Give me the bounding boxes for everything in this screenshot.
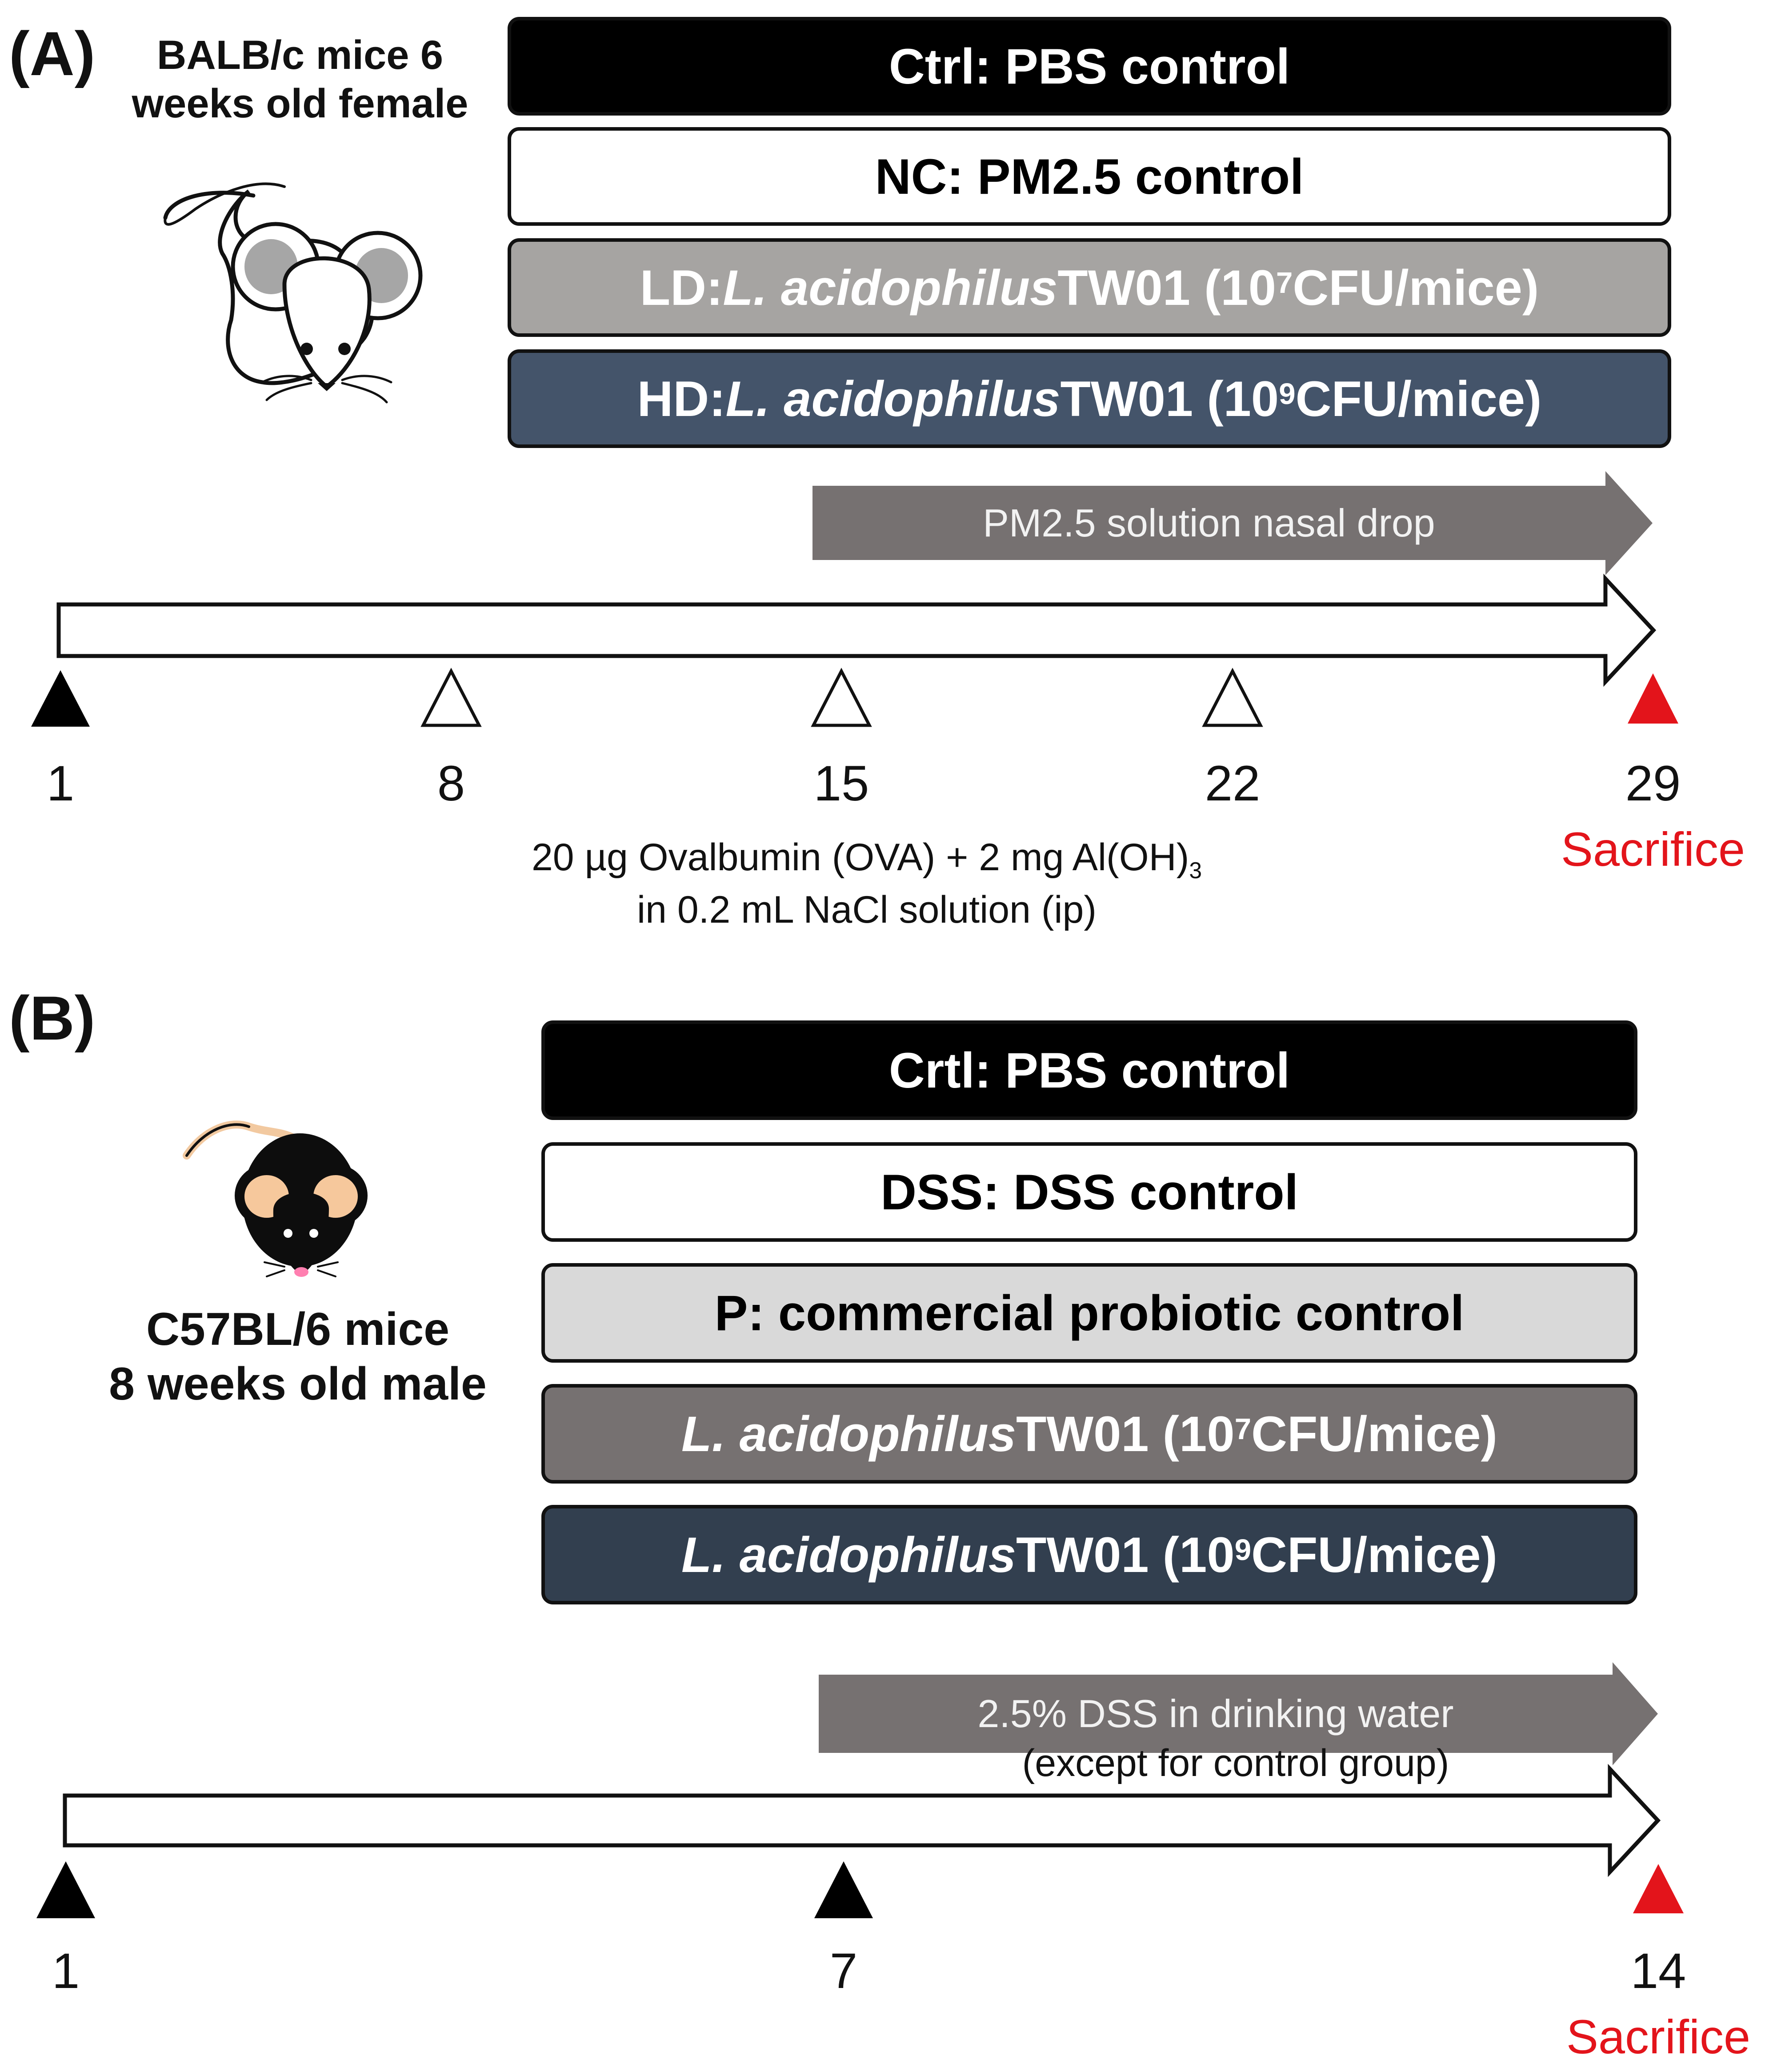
triangle-marker-icon xyxy=(31,670,90,727)
dss-band-arrow-icon xyxy=(819,1662,1658,1765)
mouse-caption-line: weeks old female xyxy=(132,80,468,126)
triangle-marker-icon xyxy=(811,668,872,727)
day-label: 1 xyxy=(46,756,75,811)
timeline-arrow-icon xyxy=(56,573,1657,687)
day-label: 15 xyxy=(813,756,869,811)
triangle-marker-icon xyxy=(814,1861,873,1918)
ova-note-line2: in 0.2 mL NaCl solution (ip) xyxy=(636,888,1097,931)
group-box-dss: DSS: DSS control xyxy=(541,1142,1637,1242)
group-label-tail: CFU/mice) xyxy=(1293,260,1539,316)
group-label-suffix: TW01 (10 xyxy=(1060,371,1279,427)
day-label: 8 xyxy=(437,756,465,811)
sacrifice-label: Sacrifice xyxy=(1566,2010,1751,2064)
group-label: Crtl: PBS control xyxy=(888,1042,1290,1098)
white-mouse-icon xyxy=(163,182,423,404)
panel-label-a: (A) xyxy=(9,19,96,88)
mouse-caption-line: BALB/c mice 6 xyxy=(156,32,444,78)
pm25-band-label: PM2.5 solution nasal drop xyxy=(983,500,1435,545)
species-name: L. acidophilus xyxy=(681,1527,1016,1583)
day-label: 22 xyxy=(1205,756,1261,811)
group-label-suffix: TW01 (10 xyxy=(1057,260,1276,316)
group-box-probiotic: P: commercial probiotic control xyxy=(541,1263,1637,1363)
group-label: P: commercial probiotic control xyxy=(714,1285,1465,1341)
sacrifice-marker-icon xyxy=(1633,1864,1684,1913)
dss-band-note: (except for control group) xyxy=(1022,1742,1449,1784)
mouse-caption-b: C57BL/6 mice 8 weeks old male xyxy=(62,1302,533,1411)
group-label-tail: CFU/mice) xyxy=(1251,1406,1497,1462)
species-name: L. acidophilus xyxy=(725,371,1061,427)
group-box-crtl: Crtl: PBS control xyxy=(541,1020,1637,1120)
sacrifice-label: Sacrifice xyxy=(1561,822,1745,876)
group-box-nc: NC: PM2.5 control xyxy=(508,127,1671,226)
group-label: NC: PM2.5 control xyxy=(875,148,1304,204)
triangle-marker-icon xyxy=(420,668,482,727)
group-label-tail: CFU/mice) xyxy=(1251,1527,1497,1583)
mouse-caption-line: C57BL/6 mice xyxy=(146,1304,450,1355)
triangle-marker-icon xyxy=(36,1861,95,1918)
group-label-tail: CFU/mice) xyxy=(1295,371,1542,427)
ova-note-text: 20 µg Ovalbumin (OVA) + 2 mg Al(OH) xyxy=(531,836,1189,879)
day-label: 7 xyxy=(829,1943,858,1999)
mouse-caption-a: BALB/c mice 6 weeks old female xyxy=(102,31,498,128)
dss-band-label: 2.5% DSS in drinking water xyxy=(977,1692,1454,1736)
pm25-band-arrow-icon xyxy=(812,471,1653,575)
black-mouse-icon xyxy=(183,1120,368,1277)
sacrifice-marker-icon xyxy=(1628,673,1678,724)
group-label: Ctrl: PBS control xyxy=(888,38,1290,94)
ova-note-line1: 20 µg Ovalbumin (OVA) + 2 mg Al(OH)3 xyxy=(378,836,1356,884)
timeline-arrow-icon xyxy=(63,1764,1661,1877)
day-label: 1 xyxy=(52,1943,80,1999)
triangle-marker-icon xyxy=(1202,668,1263,727)
ova-note-subscript: 3 xyxy=(1189,857,1202,884)
group-box-ctrl: Ctrl: PBS control xyxy=(508,17,1671,116)
species-name: L. acidophilus xyxy=(681,1406,1016,1462)
group-label-suffix: TW01 (10 xyxy=(1016,1527,1235,1583)
species-name: L. acidophilus xyxy=(723,260,1058,316)
group-label: DSS: DSS control xyxy=(880,1164,1298,1220)
group-label-prefix: LD: xyxy=(640,260,723,316)
day-label: 14 xyxy=(1630,1943,1686,1999)
group-label-prefix: HD: xyxy=(637,371,726,427)
group-label-suffix: TW01 (10 xyxy=(1016,1406,1235,1462)
mouse-caption-line: 8 weeks old male xyxy=(109,1358,487,1410)
day-label: 29 xyxy=(1625,756,1681,811)
panel-label-b: (B) xyxy=(9,983,96,1053)
